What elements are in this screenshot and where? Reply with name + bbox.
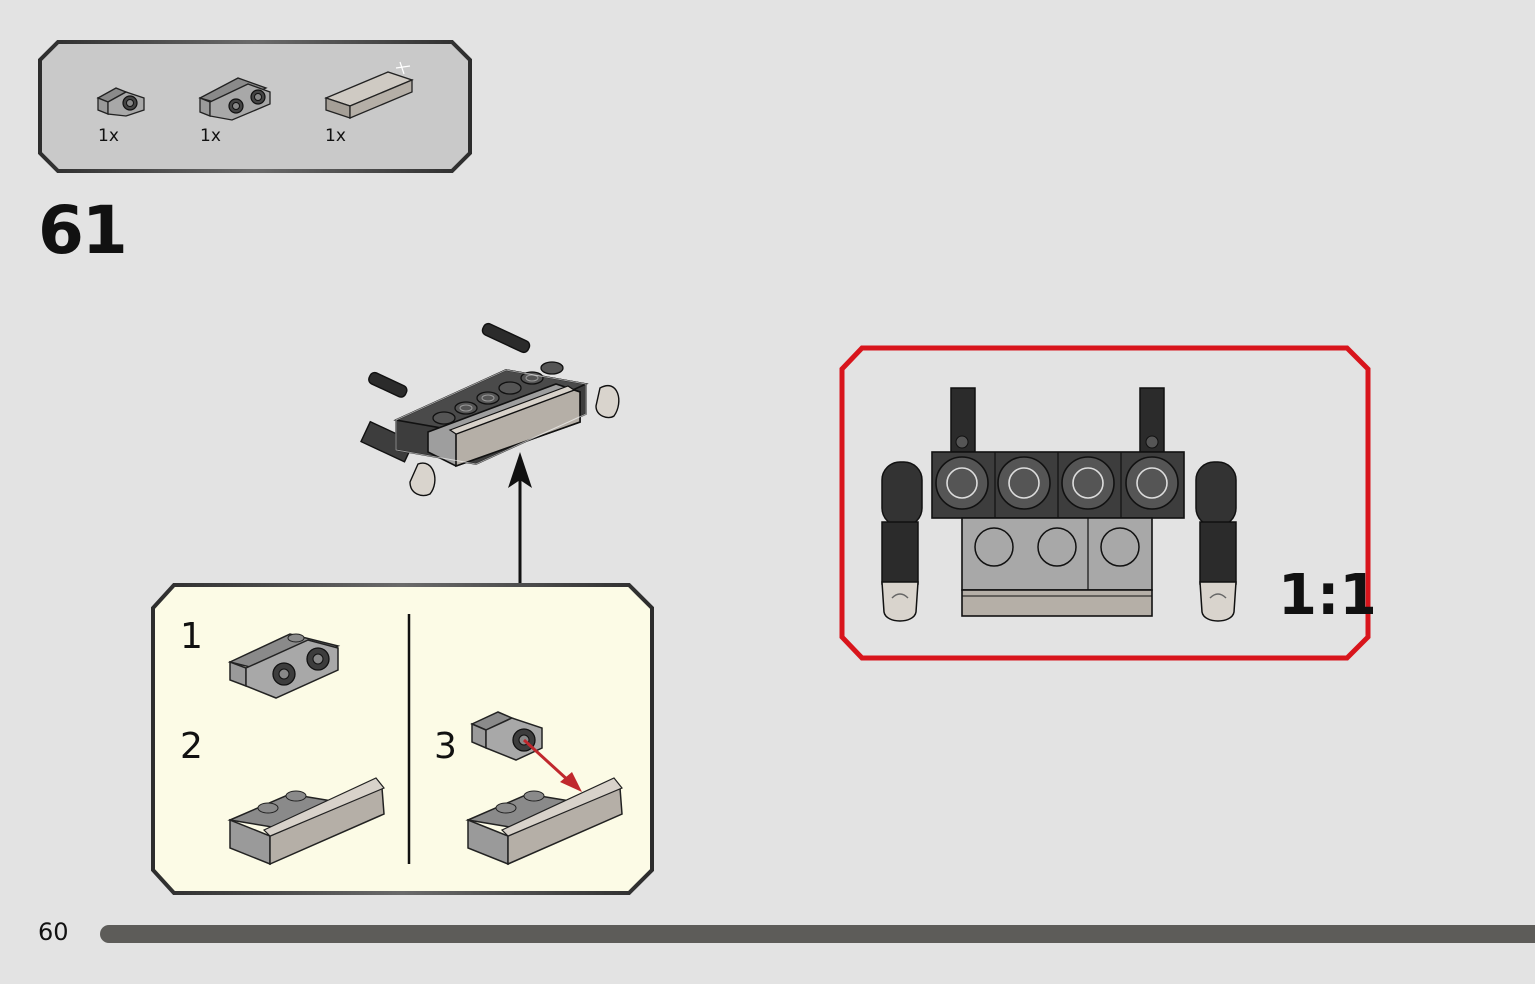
tile-1x4-icon <box>324 61 414 119</box>
progress-bar <box>100 925 1535 943</box>
page-number: 60 <box>38 918 69 946</box>
step-number: 61 <box>38 192 128 269</box>
sub-step-3-number: 3 <box>434 726 457 767</box>
assembly-illustration <box>360 322 620 497</box>
parts-qty-1: 1x <box>98 126 119 146</box>
sub-step-2-assembly-icon <box>227 777 385 866</box>
scale-callout-border <box>839 345 1371 661</box>
parts-list-box: 1x 1x 1x <box>38 40 472 173</box>
sub-assembly-box: 1 2 3 <box>151 583 654 895</box>
sub-step-3-insert-arrow <box>522 738 582 792</box>
parts-qty-3: 1x <box>325 126 346 146</box>
sub-step-2-number: 2 <box>180 726 203 767</box>
sub-step-1-bracket-icon <box>227 633 341 699</box>
bracket-1x2-icon <box>198 77 271 121</box>
assembly-arrow <box>508 452 532 586</box>
sub-step-3-assembly-icon <box>465 777 623 866</box>
scale-label: 1:1 <box>1278 563 1373 628</box>
scale-callout-box: 1:1 <box>839 345 1373 661</box>
claw-right-icon <box>595 385 620 419</box>
left-arm-icon <box>881 461 923 622</box>
left-arm-icon <box>360 371 415 463</box>
right-arm-icon <box>1195 461 1237 622</box>
bracket-1x1-icon <box>96 87 145 117</box>
claw-left-icon <box>409 462 436 497</box>
parts-qty-2: 1x <box>200 126 221 146</box>
sub-step-1-number: 1 <box>180 616 203 657</box>
